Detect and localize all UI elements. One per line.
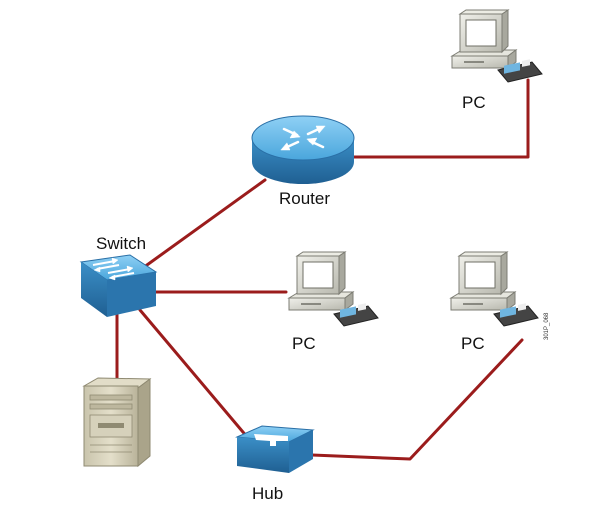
server-icon	[82, 377, 152, 468]
pc-right[interactable]: PC	[449, 251, 539, 353]
router[interactable]: Router	[251, 115, 355, 208]
hub[interactable]: Hub	[235, 425, 315, 503]
network-card-icon	[333, 303, 379, 327]
pc-mid-label: PC	[292, 334, 316, 353]
server[interactable]	[82, 377, 152, 468]
hub-label: Hub	[252, 484, 283, 503]
link-switch-router	[138, 178, 267, 272]
pc-right-label: PC	[461, 334, 485, 353]
link-hub-pc-right	[310, 338, 524, 461]
switch[interactable]: Switch	[79, 234, 158, 317]
pc-mid[interactable]: PC	[287, 251, 379, 353]
hub-icon	[235, 425, 315, 473]
link-switch-hub	[138, 308, 250, 440]
link-router-pc-top	[350, 78, 530, 159]
pc-icon	[450, 9, 518, 69]
network-card-icon	[493, 303, 539, 327]
pc-icon	[449, 251, 517, 311]
switch-icon	[79, 254, 158, 317]
router-icon	[251, 115, 355, 184]
pc-top-label: PC	[462, 93, 486, 112]
pc-icon	[287, 251, 355, 311]
figure-code: 301P_068	[544, 312, 550, 340]
links	[115, 78, 530, 461]
pc-top[interactable]: PC	[450, 9, 543, 112]
router-label: Router	[279, 189, 330, 208]
network-card-icon	[497, 59, 543, 83]
switch-label: Switch	[96, 234, 146, 253]
